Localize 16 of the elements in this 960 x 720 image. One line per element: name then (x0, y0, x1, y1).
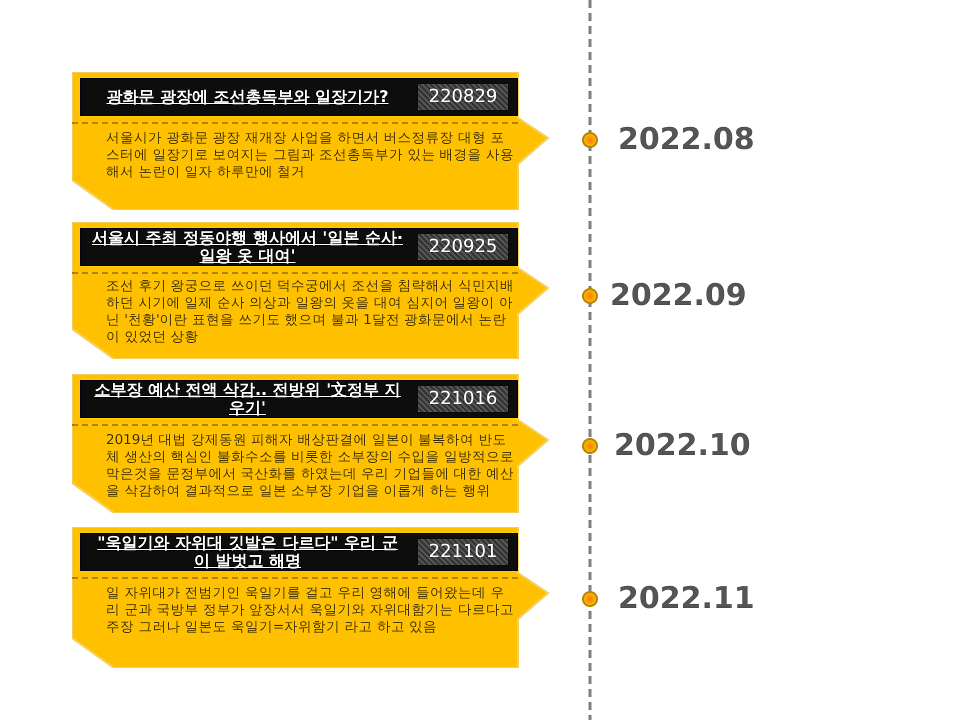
timeline-date: 2022.09 (610, 279, 747, 313)
timeline-date: 2022.08 (618, 123, 755, 157)
card-title: 서울시 주최 정동야행 행사에서 '일본 순사·일왕 옷 대여' (91, 229, 404, 265)
card-description: 서울시가 광화문 광장 재개장 사업을 하면서 버스정류장 대형 포스터에 일장기로 보여지는 그림과 조선총독부가 있는 배경을 사용해서 논란이 일자 하루만에 철거 (106, 130, 516, 181)
card-title: 소부장 예산 전액 삭감.. 전방위 '文정부 지우기' (93, 381, 402, 417)
date-code: 221101 (418, 539, 508, 565)
date-code: 220925 (418, 234, 508, 260)
date-code: 220829 (418, 84, 508, 110)
card-title: "욱일기와 자위대 깃발은 다르다" 우리 군이 발벗고 해명 (96, 534, 399, 570)
card-description: 조선 후기 왕궁으로 쓰이던 덕수궁에서 조선을 침략해서 식민지배 하던 시기에 일제 순사 의상과 일왕의 옷을 대여 심지어 일왕이 아닌 '천황'이란 표현을 쓰기도 했으며 불과 1달전 광화문에서 논란이 있었던 상황 (106, 278, 516, 346)
card-description: 2019년 대법 강제동원 피해자 배상판결에 일본이 불복하여 반도체 생산의 핵심인 불화수소를 비롯한 소부장의 수입을 일방적으로 막은것을 문정부에서 국산화를 하였는데 우리 기업들에 대한 예산을 삭감하여 결과적으로 일본 소부장 기업을 이롭게 하는 행위 (106, 432, 516, 500)
timeline-date: 2022.11 (618, 582, 755, 616)
card-title: 광화문 광장에 조선총독부와 일장기가? (106, 88, 390, 106)
card-description: 일 자위대가 전범기인 욱일기를 걸고 우리 영해에 들어왔는데 우리 군과 국방부 정부가 앞장서서 욱일기와 자위대함기는 다르다고 주장 그러나 일본도 욱일기=자위함기 라고 하고 있음 (106, 585, 516, 636)
date-code: 221016 (418, 386, 508, 412)
timeline-date: 2022.10 (614, 429, 751, 463)
